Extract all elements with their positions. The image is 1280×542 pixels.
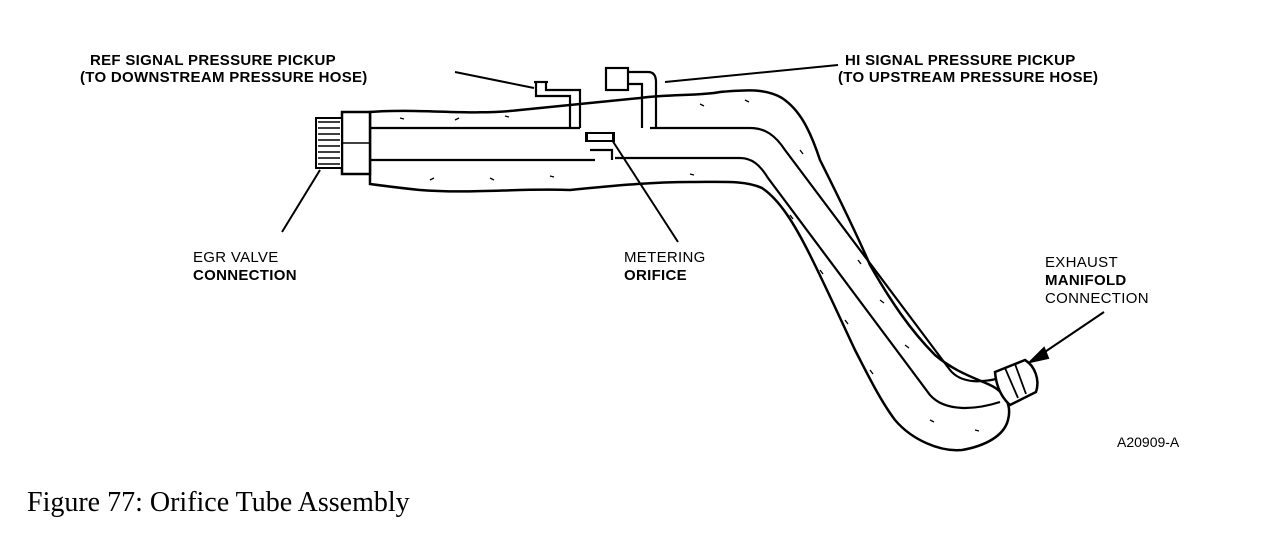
figure-code: A20909-A [1117,434,1180,450]
ref-pickup-tube [534,80,582,128]
tube-upper-wall [370,126,1001,383]
leader-lines [281,64,1105,364]
metering-label-line1: METERING [624,249,706,266]
figure-caption: Figure 77: Orifice Tube Assembly [27,487,410,518]
hi-pickup-label-line2: (TO UPSTREAM PRESSURE HOSE) [838,69,1099,86]
exhaust-label-line3: CONNECTION [1045,290,1149,307]
egr-fitting [315,110,372,176]
insulation-wrap [368,89,1011,452]
hi-pickup-tube [604,66,658,128]
exhaust-label-line2: MANIFOLD [1045,272,1127,289]
hi-pickup-label-line1: HI SIGNAL PRESSURE PICKUP [845,52,1076,69]
metering-label-line2: ORIFICE [624,267,687,284]
egr-label-line1: EGR VALVE [193,249,279,266]
tube-lower-wall [370,156,1001,410]
exhaust-manifold-fitting [993,358,1039,407]
ref-pickup-label-line1: REF SIGNAL PRESSURE PICKUP [90,52,336,69]
ref-pickup-label-line2: (TO DOWNSTREAM PRESSURE HOSE) [80,69,368,86]
egr-label-line2: CONNECTION [193,267,297,284]
exhaust-label-line1: EXHAUST [1045,254,1118,271]
metering-orifice [585,132,615,160]
